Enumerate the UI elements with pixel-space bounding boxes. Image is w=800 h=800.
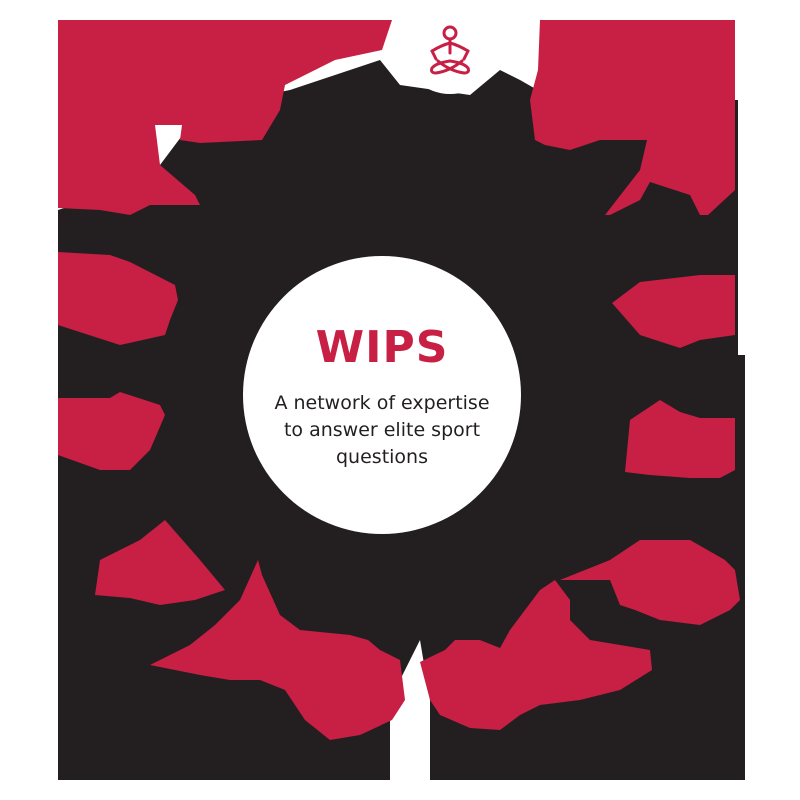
segment-left-1 <box>58 252 178 345</box>
hub-subtitle: A network of expertise to answer elite s… <box>274 391 490 468</box>
top-icon-badge <box>405 12 495 94</box>
segment-bottom-right <box>420 580 652 730</box>
segment-top-right <box>530 20 735 215</box>
segment-bottom-left <box>150 560 405 740</box>
segment-top-left <box>58 20 392 215</box>
segment-left-2 <box>58 392 165 470</box>
expertise-segments <box>58 20 740 740</box>
segment-right-1 <box>612 275 735 348</box>
hub-title: WIPS <box>315 321 449 373</box>
meditation-person-icon <box>430 25 470 75</box>
segment-right-bottom <box>560 540 740 625</box>
segment-right-2 <box>625 400 735 478</box>
segment-left-bottom <box>95 520 225 605</box>
center-hub: WIPS A network of expertise to answer el… <box>243 256 521 534</box>
